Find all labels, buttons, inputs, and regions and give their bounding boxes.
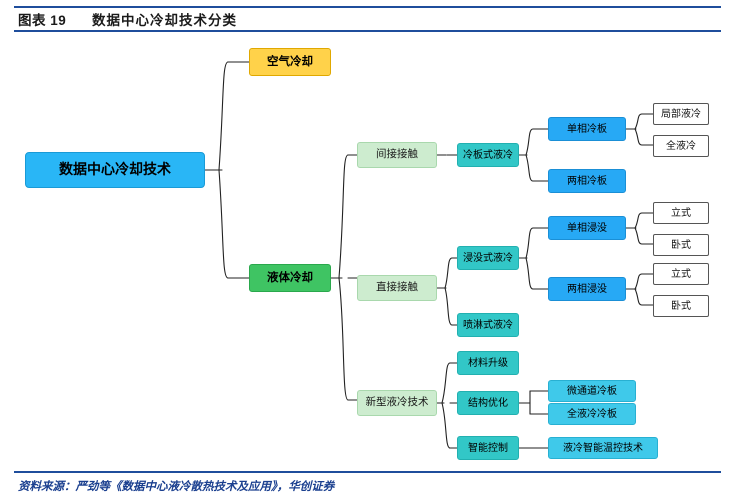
header-rule-top [14, 6, 721, 8]
source-note: 资料来源：严劲等《数据中心液冷散热技术及应用》，华创证券 [18, 481, 335, 493]
node-full-liquid-cold-plate[interactable]: 全液冷冷板 [548, 403, 636, 425]
node-new-liquid-cooling-tech[interactable]: 新型液冷技术 [357, 390, 437, 416]
node-two-phase-cold-plate[interactable]: 两相冷板 [548, 169, 626, 193]
node-structure-optimization[interactable]: 结构优化 [457, 391, 519, 415]
node-immersion-liquid-cooling[interactable]: 浸没式液冷 [457, 246, 519, 270]
node-two-phase-immersion[interactable]: 两相浸没 [548, 277, 626, 301]
header-rule-bottom [14, 30, 721, 32]
node-full-liquid-cooling[interactable]: 全液冷 [653, 135, 709, 157]
node-local-liquid-cooling[interactable]: 局部液冷 [653, 103, 709, 125]
node-liquid-cooling-smart-temp-control[interactable]: 液冷智能温控技术 [548, 437, 658, 459]
node-microchannel-cold-plate[interactable]: 微通道冷板 [548, 380, 636, 402]
node-intelligent-control[interactable]: 智能控制 [457, 436, 519, 460]
node-vertical-single-phase[interactable]: 立式 [653, 202, 709, 224]
node-horizontal-two-phase[interactable]: 卧式 [653, 295, 709, 317]
node-air-cooling[interactable]: 空气冷却 [249, 48, 331, 76]
node-cold-plate-liquid-cooling[interactable]: 冷板式液冷 [457, 143, 519, 167]
node-horizontal-single-phase[interactable]: 卧式 [653, 234, 709, 256]
node-spray-liquid-cooling[interactable]: 喷淋式液冷 [457, 313, 519, 337]
node-material-upgrade[interactable]: 材料升级 [457, 351, 519, 375]
node-liquid-cooling[interactable]: 液体冷却 [249, 264, 331, 292]
node-single-phase-immersion[interactable]: 单相浸没 [548, 216, 626, 240]
node-single-phase-cold-plate[interactable]: 单相冷板 [548, 117, 626, 141]
node-indirect-contact[interactable]: 间接接触 [357, 142, 437, 168]
node-vertical-two-phase[interactable]: 立式 [653, 263, 709, 285]
node-root[interactable]: 数据中心冷却技术 [25, 152, 205, 188]
node-direct-contact[interactable]: 直接接触 [357, 275, 437, 301]
figure-title: 数据中心冷却技术分类 [92, 13, 237, 28]
figure-label: 图表 19 [18, 13, 67, 28]
footer-rule [14, 471, 721, 473]
